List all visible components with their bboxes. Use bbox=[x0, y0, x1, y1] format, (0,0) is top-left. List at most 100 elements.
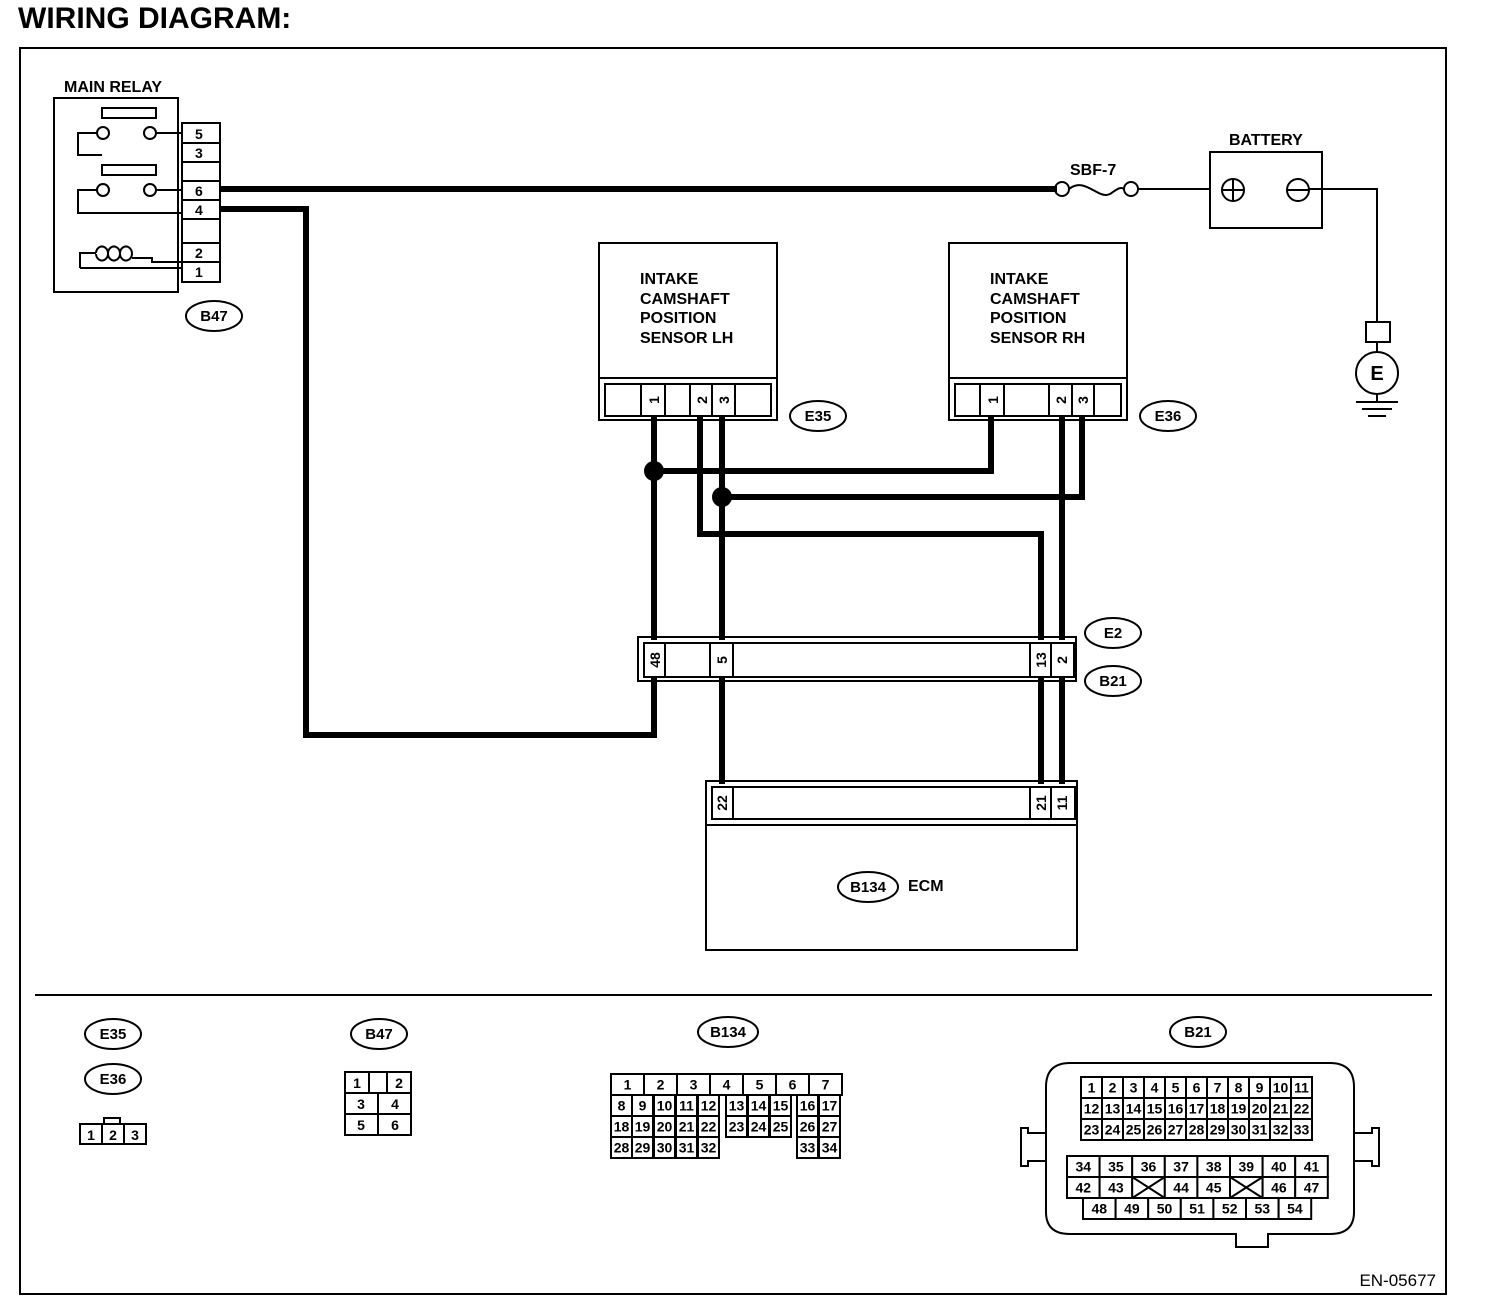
fuse-label: SBF-7 bbox=[1070, 162, 1116, 179]
legend-pin: 1 bbox=[87, 1127, 95, 1143]
lh-pin: 1 bbox=[646, 396, 662, 404]
legend-e35-e36: E35 E36 1 2 3 bbox=[79, 1018, 147, 1145]
svg-text:B134: B134 bbox=[710, 1024, 747, 1041]
b21-pin-label: 17 bbox=[1189, 1101, 1205, 1117]
main-relay-label: MAIN RELAY bbox=[64, 79, 162, 96]
b21-pin-label: 18 bbox=[1210, 1101, 1226, 1117]
svg-text:SENSOR LH: SENSOR LH bbox=[640, 330, 733, 347]
b21-pin-label: 44 bbox=[1173, 1180, 1189, 1196]
b134-pin-label: 16 bbox=[800, 1098, 816, 1114]
b21-pin-label: 10 bbox=[1273, 1080, 1289, 1096]
main-relay: MAIN RELAY 5 3 6 4 2 1 bbox=[53, 79, 221, 293]
b21-pin-label: 5 bbox=[1172, 1080, 1180, 1096]
b21-pin-label: 26 bbox=[1147, 1122, 1163, 1138]
b134-pin-label: 13 bbox=[729, 1098, 745, 1114]
b134-pin-label: 29 bbox=[635, 1140, 651, 1156]
b134-pin-label: 9 bbox=[639, 1098, 647, 1114]
b134-pin-label: 7 bbox=[822, 1077, 830, 1093]
b21-pin-label: 8 bbox=[1235, 1080, 1243, 1096]
b21-pin-label: 25 bbox=[1126, 1122, 1142, 1138]
svg-text:4: 4 bbox=[391, 1096, 399, 1112]
rh-pin: 3 bbox=[1075, 396, 1091, 404]
b134-pin-label: 4 bbox=[723, 1077, 731, 1093]
b134-pin-label: 6 bbox=[789, 1077, 797, 1093]
b21-pin-label: 1 bbox=[1088, 1080, 1096, 1096]
svg-text:POSITION: POSITION bbox=[640, 310, 716, 327]
svg-text:B47: B47 bbox=[200, 308, 228, 325]
b134-pin-label: 18 bbox=[614, 1119, 630, 1135]
b21-pin-label: 9 bbox=[1256, 1080, 1264, 1096]
b21-pin-label: 32 bbox=[1273, 1122, 1289, 1138]
b21-pin-label: 3 bbox=[1130, 1080, 1138, 1096]
svg-text:3: 3 bbox=[357, 1096, 365, 1112]
b21-pin-label: 53 bbox=[1255, 1201, 1271, 1217]
rh-pin: 2 bbox=[1053, 396, 1069, 404]
b134-pin-cell bbox=[697, 1136, 720, 1159]
svg-text:B21: B21 bbox=[1099, 673, 1127, 690]
fuse-sbf7: SBF-7 bbox=[1054, 162, 1139, 197]
b21-pin-label: 35 bbox=[1108, 1159, 1124, 1175]
svg-text:2: 2 bbox=[395, 1075, 403, 1091]
b21-pin-label: 16 bbox=[1168, 1101, 1184, 1117]
b134-pin-label: 5 bbox=[756, 1077, 764, 1093]
b21-pin-label: 30 bbox=[1231, 1122, 1247, 1138]
b134-pin-label: 22 bbox=[701, 1119, 717, 1135]
connector-code-e36: E36 bbox=[1139, 400, 1197, 432]
ground-label: E bbox=[1370, 363, 1383, 385]
b134-pin-label: 3 bbox=[690, 1077, 698, 1093]
b134-pin-label: 24 bbox=[751, 1119, 767, 1135]
b134-pin-label: 25 bbox=[773, 1119, 789, 1135]
svg-text:E2: E2 bbox=[1104, 625, 1122, 642]
b21-pin-label: 22 bbox=[1294, 1101, 1310, 1117]
b21-pin-label: 7 bbox=[1214, 1080, 1222, 1096]
wires bbox=[219, 186, 1085, 784]
b21-pin-label: 33 bbox=[1294, 1122, 1310, 1138]
relay-pin: 3 bbox=[195, 145, 203, 161]
legend-pin: 2 bbox=[109, 1127, 117, 1143]
b21-pin-label: 19 bbox=[1231, 1101, 1247, 1117]
connector-e2-b21: 48 5 13 2 bbox=[637, 636, 1077, 682]
b21-pin-label: 6 bbox=[1193, 1080, 1201, 1096]
legend-pin: 3 bbox=[131, 1127, 139, 1143]
b21-pin-label: 13 bbox=[1105, 1101, 1121, 1117]
b21-pin-label: 52 bbox=[1222, 1201, 1238, 1217]
b21-pin-label: 54 bbox=[1287, 1201, 1303, 1217]
b134-pin-label: 11 bbox=[679, 1098, 694, 1114]
b134-pin-label: 20 bbox=[657, 1119, 673, 1135]
b21-pin-label: 20 bbox=[1252, 1101, 1268, 1117]
diagram-frame bbox=[19, 47, 1447, 1295]
b134-pin-label: 1 bbox=[624, 1077, 632, 1093]
b134-pin-cell bbox=[769, 1115, 792, 1138]
b21-pin-label: 27 bbox=[1168, 1122, 1184, 1138]
b134-pin-label: 33 bbox=[800, 1140, 816, 1156]
connector-code-b21: B21 bbox=[1084, 665, 1142, 697]
svg-text:POSITION: POSITION bbox=[990, 310, 1066, 327]
b21-pin-label: 21 bbox=[1273, 1101, 1289, 1117]
b21-pin-label: 2 bbox=[1109, 1080, 1117, 1096]
b21-pin-label: 49 bbox=[1124, 1201, 1140, 1217]
e2-pin: 2 bbox=[1054, 656, 1070, 664]
b134-pin-label: 32 bbox=[701, 1140, 717, 1156]
e2-pin: 48 bbox=[647, 652, 663, 668]
b21-pin-label: 38 bbox=[1206, 1159, 1222, 1175]
svg-text:5: 5 bbox=[357, 1117, 365, 1133]
connector-code-b134: B134 bbox=[850, 879, 887, 896]
b134-pin-label: 2 bbox=[657, 1077, 665, 1093]
b134-pin-label: 30 bbox=[657, 1140, 673, 1156]
b21-pin-label: 43 bbox=[1108, 1180, 1124, 1196]
b21-pin-label: 42 bbox=[1076, 1180, 1092, 1196]
svg-text:SENSOR RH: SENSOR RH bbox=[990, 330, 1085, 347]
b21-pin-label: 28 bbox=[1189, 1122, 1205, 1138]
relay-pin: 5 bbox=[195, 126, 203, 142]
b21-pin-label: 23 bbox=[1084, 1122, 1100, 1138]
rh-pin: 1 bbox=[985, 396, 1001, 404]
b21-pin-label: 4 bbox=[1151, 1080, 1159, 1096]
lh-pin: 3 bbox=[716, 396, 732, 404]
b134-pin-cell bbox=[818, 1136, 841, 1159]
relay-pin: 6 bbox=[195, 183, 203, 199]
connector-code-e35: E35 bbox=[789, 400, 847, 432]
b21-pin-label: 37 bbox=[1173, 1159, 1189, 1175]
